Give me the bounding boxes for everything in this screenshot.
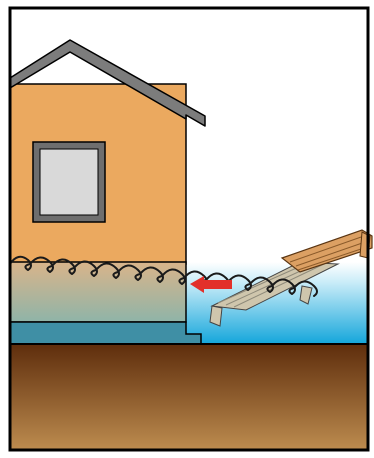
ground	[10, 344, 368, 450]
dock-leg	[210, 306, 222, 326]
house-foundation	[10, 322, 201, 344]
window-pane	[40, 149, 98, 215]
